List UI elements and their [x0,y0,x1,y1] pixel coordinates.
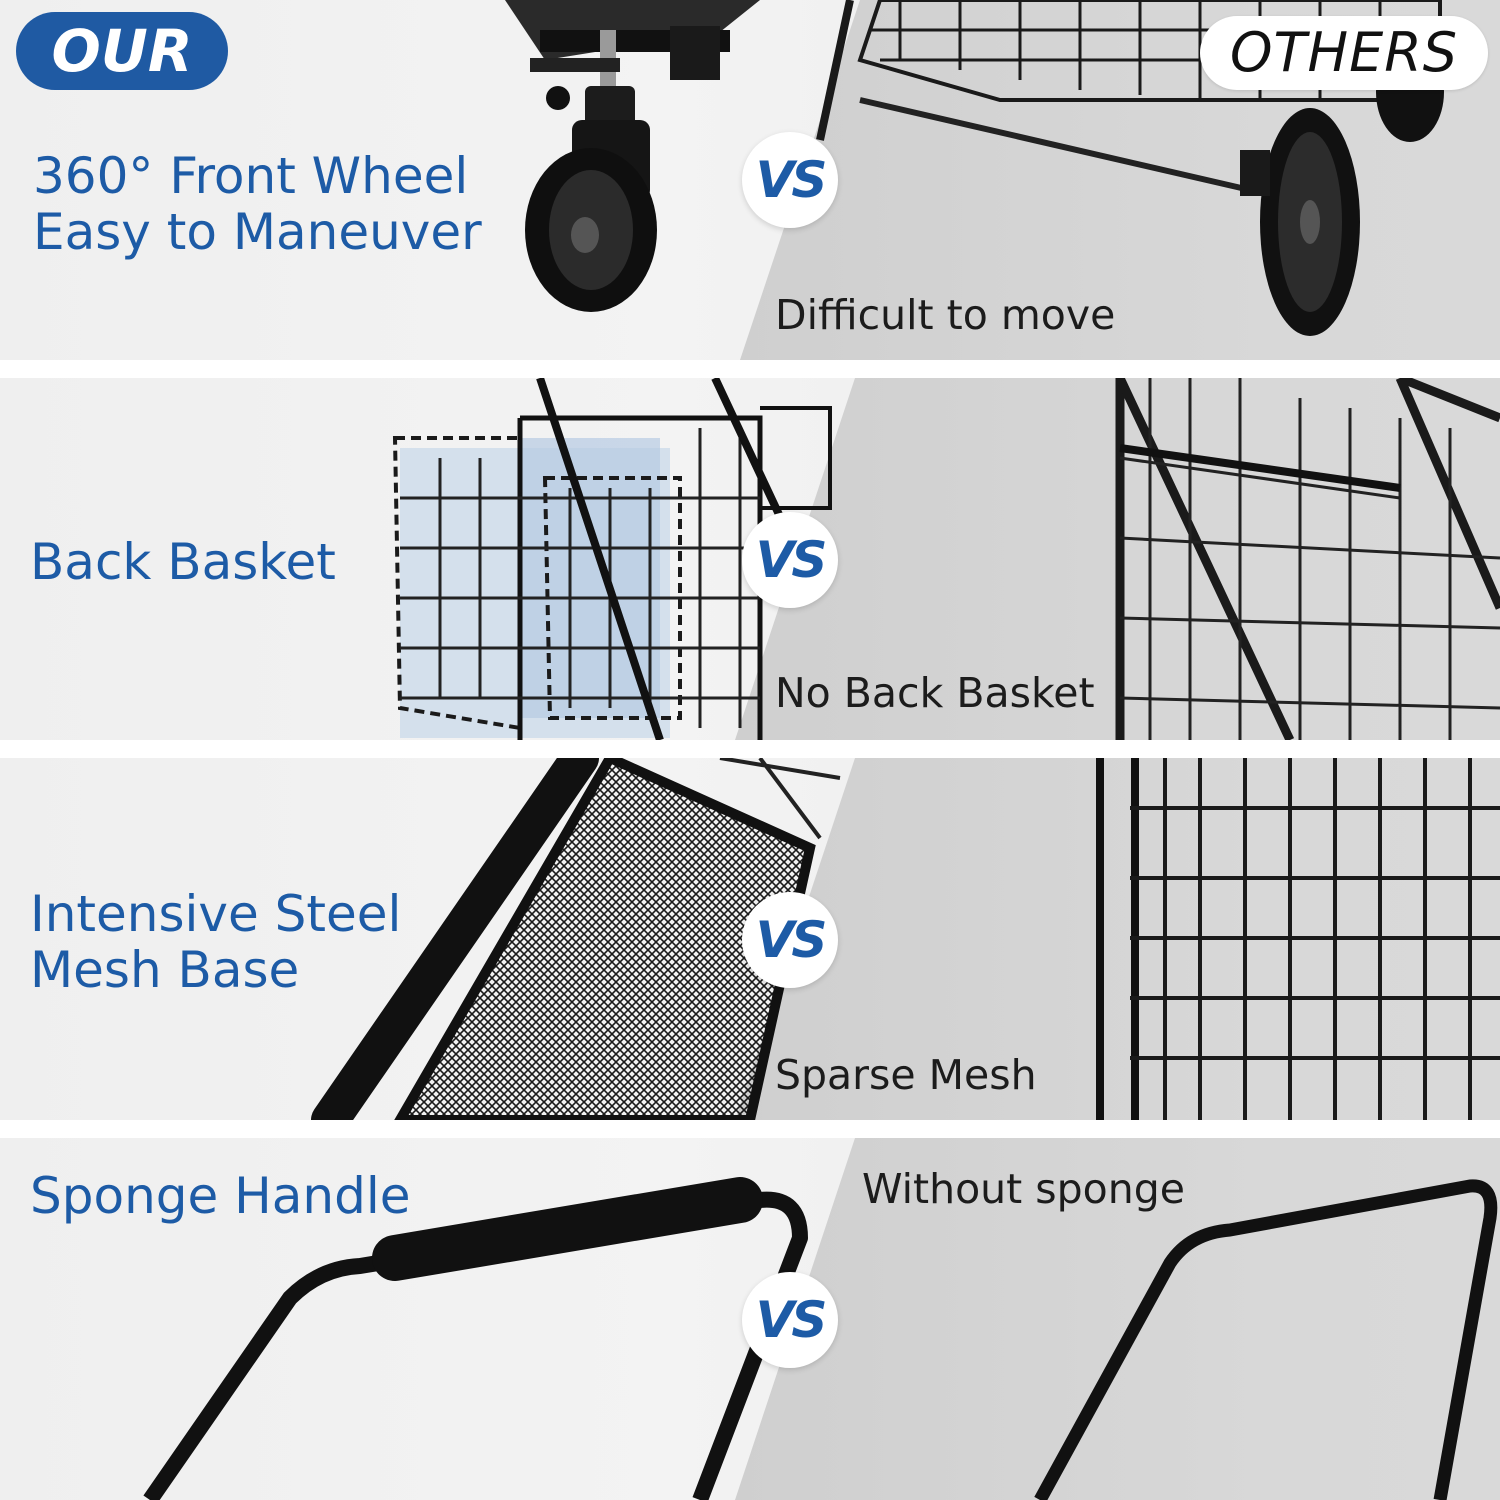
our-badge-label: OUR [51,17,193,85]
row-sponge-handle: Sponge Handle Without sponge [0,1138,1500,1500]
others-badge-label: OTHERS [1229,21,1458,84]
our-feature-text: Sponge Handle [30,1167,411,1225]
row-mesh-base: Intensive Steel Mesh Base Sparse Mesh [0,758,1500,1120]
our-feature-text: Back Basket [30,533,336,591]
our-feature-text: Intensive Steel Mesh Base [30,885,402,999]
our-badge: OUR [16,12,228,90]
back-basket-photo [392,378,1500,740]
others-feature-text: Without sponge [862,1165,1185,1213]
our-feature-text: 360° Front Wheel Easy to Maneuver [33,147,482,261]
sponge-handle-photo [143,1177,1498,1500]
others-feature-text: Sparse Mesh [775,1051,1037,1099]
vs-badge: VS [742,132,838,228]
others-badge: OTHERS [1200,16,1488,90]
others-feature-text: No Back Basket [775,669,1095,717]
mesh-base-photo [311,758,1500,1120]
row-back-basket: Back Basket No Back Basket [0,378,1500,740]
vs-badge: VS [742,512,838,608]
others-feature-text: Difficult to move [775,291,1116,339]
vs-badge: VS [742,892,838,988]
vs-badge: VS [742,1272,838,1368]
